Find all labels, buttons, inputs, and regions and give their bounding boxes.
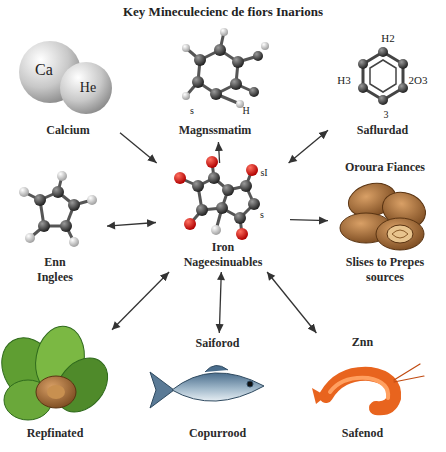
atom-label: 3	[384, 109, 389, 120]
node-caption: Repfinated	[0, 426, 110, 441]
arrow-connector	[218, 142, 219, 163]
arrow-connector	[120, 133, 157, 163]
shrimp	[312, 364, 424, 408]
node-caption: Iron Nageesinuables	[175, 240, 271, 270]
leafy-greens	[0, 322, 118, 422]
arrow-connector	[112, 272, 169, 330]
fish	[150, 365, 264, 408]
arrow-connector	[219, 272, 221, 333]
node-caption: Calcium	[18, 123, 118, 138]
calcium-spheres	[19, 41, 112, 114]
atom-label: sI	[260, 167, 267, 178]
arrow-connector	[290, 220, 328, 221]
node-heading: Oroura Fiances	[330, 160, 440, 175]
arrow-connector	[107, 223, 156, 227]
illustrated-node: Magnssmatim	[160, 35, 270, 140]
node-heading: Saiforod	[150, 336, 285, 351]
small-molecule	[19, 171, 97, 247]
benzene-ring	[358, 47, 408, 105]
illustrated-node: Iron Nageesinuables	[158, 165, 288, 270]
atom-label: He	[80, 80, 96, 96]
atom-label: s	[190, 105, 194, 116]
diagram-title: Key Mineculecienc de fiors Inarions	[0, 4, 446, 20]
magnesium-molecule	[182, 28, 269, 108]
atom-label: s	[260, 209, 264, 220]
illustrated-node: SaiforodCopurrood	[150, 335, 285, 445]
illustrated-node: Calcium	[18, 40, 118, 140]
node-caption: Copurrood	[150, 426, 285, 441]
illustrated-node: Enn Inglees	[5, 175, 105, 285]
illustrated-node: Oroura FiancesSlises to Prepes sources	[330, 160, 440, 285]
node-heading: Znn	[305, 335, 420, 350]
iron-molecule	[174, 156, 260, 240]
illustrated-node: Repfinated	[0, 330, 110, 445]
node-caption: Enn Inglees	[27, 255, 83, 285]
node-caption: Saflurdad	[330, 123, 435, 138]
arrow-connector	[289, 130, 328, 163]
node-caption: Safenod	[305, 426, 420, 441]
walnuts	[340, 178, 430, 250]
node-caption: Magnssmatim	[160, 123, 270, 138]
atom-label: 2O3	[409, 74, 428, 86]
atom-label: H	[242, 105, 249, 116]
node-caption: Slises to Prepes sources	[330, 255, 440, 285]
atom-label: H3	[337, 74, 350, 86]
atom-label: H2	[381, 32, 394, 44]
atom-label: Ca	[35, 61, 53, 79]
arrow-connector	[267, 272, 316, 333]
illustrated-node: ZnnSafenod	[305, 335, 420, 445]
